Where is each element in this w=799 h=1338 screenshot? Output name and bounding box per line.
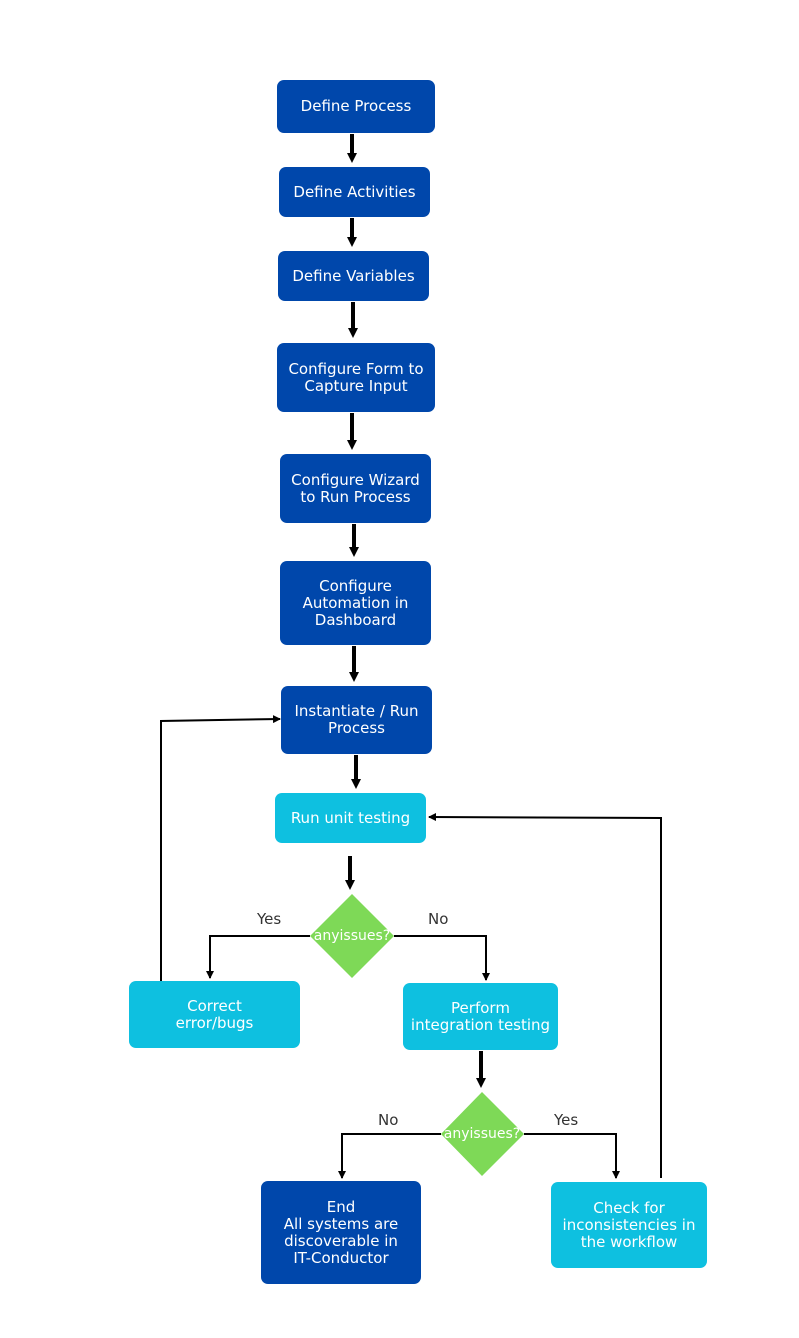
step-run-unit-testing-text: Run unit testing xyxy=(290,808,411,827)
decision-label-first-text: anyissues? xyxy=(313,927,391,944)
text-line: error/bugs xyxy=(175,1013,254,1032)
decision-label-second-text: anyissues? xyxy=(443,1125,521,1142)
text-line: End xyxy=(326,1197,356,1216)
text-line: any xyxy=(313,927,340,944)
arrow-second-no xyxy=(338,1133,441,1179)
step-define-process: Define Process xyxy=(277,80,435,133)
text-line: issues? xyxy=(469,1125,521,1142)
branch-label-second-yes: Yes xyxy=(554,1111,579,1129)
text-line: Define Activities xyxy=(293,182,416,201)
arrow-second-yes xyxy=(524,1133,620,1179)
text-line: Correct xyxy=(187,996,242,1015)
arrow-check-loop-back xyxy=(428,813,662,1178)
text-line: Define Variables xyxy=(292,266,415,285)
text-line: issues? xyxy=(339,927,391,944)
arrow-correct-loop-back xyxy=(160,715,281,981)
text-line: Automation in xyxy=(302,593,409,612)
step-define-process-text: Define Process xyxy=(301,98,412,115)
branch-label-first-no: No xyxy=(428,910,449,928)
text-line: Perform xyxy=(451,998,510,1017)
text-line: Instantiate / Run xyxy=(294,702,419,720)
arrow-first-no xyxy=(394,935,490,981)
text-line: the workflow xyxy=(580,1232,678,1251)
decision-label-first: anyissues? xyxy=(312,910,392,962)
text-line: All systems are xyxy=(283,1214,399,1233)
branch-label-first-yes: Yes xyxy=(257,910,282,928)
decision-label-second: anyissues? xyxy=(442,1108,522,1160)
branch-label-second-no: No xyxy=(378,1111,399,1129)
text-line: discoverable in xyxy=(284,1231,398,1250)
text-line: Configure Wizard xyxy=(291,470,420,489)
text-line: Check for xyxy=(593,1198,665,1217)
text-line: Define Process xyxy=(300,97,412,115)
step-define-variables-text: Define Variables xyxy=(292,266,415,285)
step-define-activities-text: Define Activities xyxy=(293,182,416,201)
arrow-first-yes xyxy=(206,935,310,979)
decision-diamond-second xyxy=(441,1092,524,1176)
decision-diamond-first xyxy=(310,894,394,978)
step-run-unit-testing: Run unit testing xyxy=(275,793,426,843)
text-line: IT-Conductor xyxy=(293,1248,389,1267)
step-define-activities: Define Activities xyxy=(279,167,430,217)
text-line: Configure Form to xyxy=(288,359,424,378)
text-line: any xyxy=(443,1125,470,1142)
text-line: Capture Input xyxy=(304,376,408,395)
text-line: inconsistencies in xyxy=(562,1215,696,1234)
text-line: integration testing xyxy=(410,1015,551,1034)
text-line: to Run Process xyxy=(300,487,411,506)
text-line: Configure xyxy=(319,576,392,595)
text-line: Dashboard xyxy=(314,610,397,629)
step-define-variables: Define Variables xyxy=(278,251,429,301)
text-line: Process xyxy=(328,719,385,737)
text-line: Run unit testing xyxy=(290,808,411,827)
